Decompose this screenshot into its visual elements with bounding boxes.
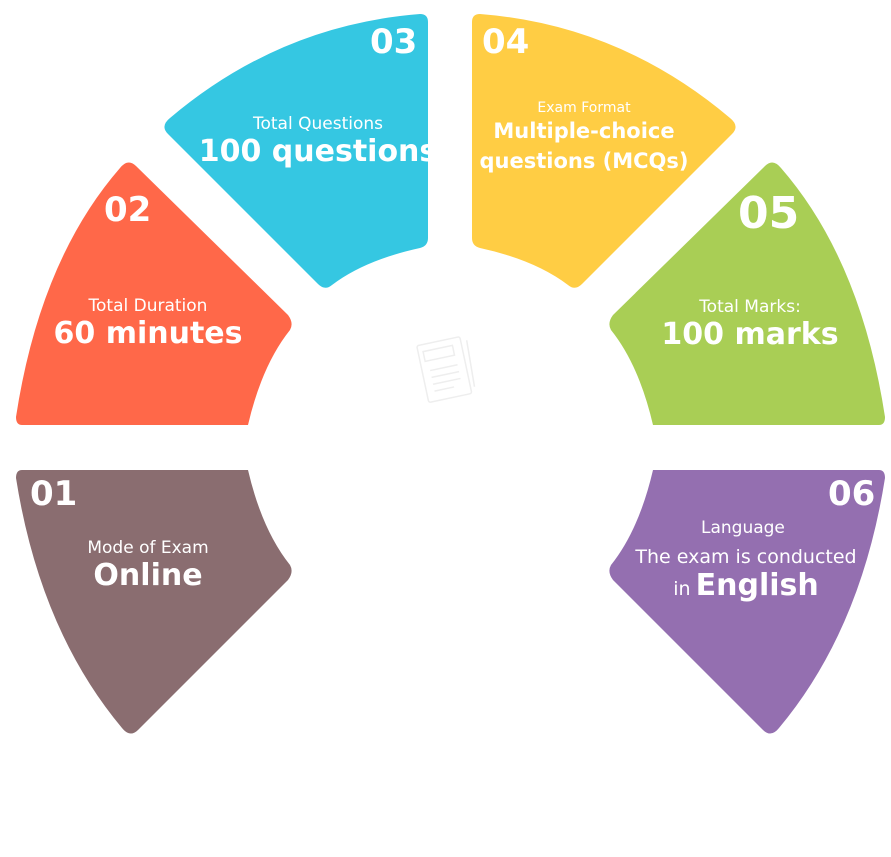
segment-06-label: Language	[701, 518, 785, 538]
segment-06-value-line1: The exam is conducted	[635, 546, 857, 568]
segment-01-text: Mode of Exam Online	[48, 538, 248, 593]
segment-05-text: Total Marks: 100 marks	[640, 297, 860, 352]
segment-02-text: Total Duration 60 minutes	[38, 296, 258, 351]
segment-04-text: Exam Format Multiple-choice questions (M…	[474, 100, 694, 176]
segment-03-shape	[164, 14, 428, 288]
segment-02-label: Total Duration	[88, 296, 208, 316]
segment-04-value-line2: questions (MCQs)	[479, 149, 689, 173]
segment-01-value: Online	[93, 558, 203, 593]
segment-05-label: Total Marks:	[699, 297, 801, 317]
segment-02-shape	[16, 162, 292, 425]
segment-05-number: 05	[738, 188, 800, 239]
segment-05-shape	[609, 162, 885, 425]
segment-01-shape	[16, 470, 292, 734]
segment-04-number: 04	[482, 22, 530, 62]
segment-02-number: 02	[104, 190, 152, 230]
segment-03-value: 100 questions	[198, 134, 438, 169]
segment-04-shape	[472, 14, 736, 288]
segment-03-label: Total Questions	[253, 114, 383, 134]
segment-01-label: Mode of Exam	[87, 538, 209, 558]
segment-03-text: Total Questions 100 questions	[198, 114, 438, 169]
segment-02-value: 60 minutes	[53, 316, 243, 351]
segment-05-value: 100 marks	[661, 317, 839, 352]
segment-03-number: 03	[370, 22, 418, 62]
segment-06-shape	[609, 470, 885, 734]
segment-01-number: 01	[30, 474, 78, 514]
exam-paper-icon	[416, 336, 476, 403]
segment-06-value: English	[695, 568, 819, 603]
segment-06-value-prefix: in	[673, 578, 691, 600]
segment-06-text: Language The exam is conducted in Englis…	[616, 518, 876, 603]
segment-06-number: 06	[828, 474, 876, 514]
segment-04-value-line1: Multiple-choice	[493, 119, 675, 143]
segment-04-label: Exam Format	[537, 100, 631, 116]
